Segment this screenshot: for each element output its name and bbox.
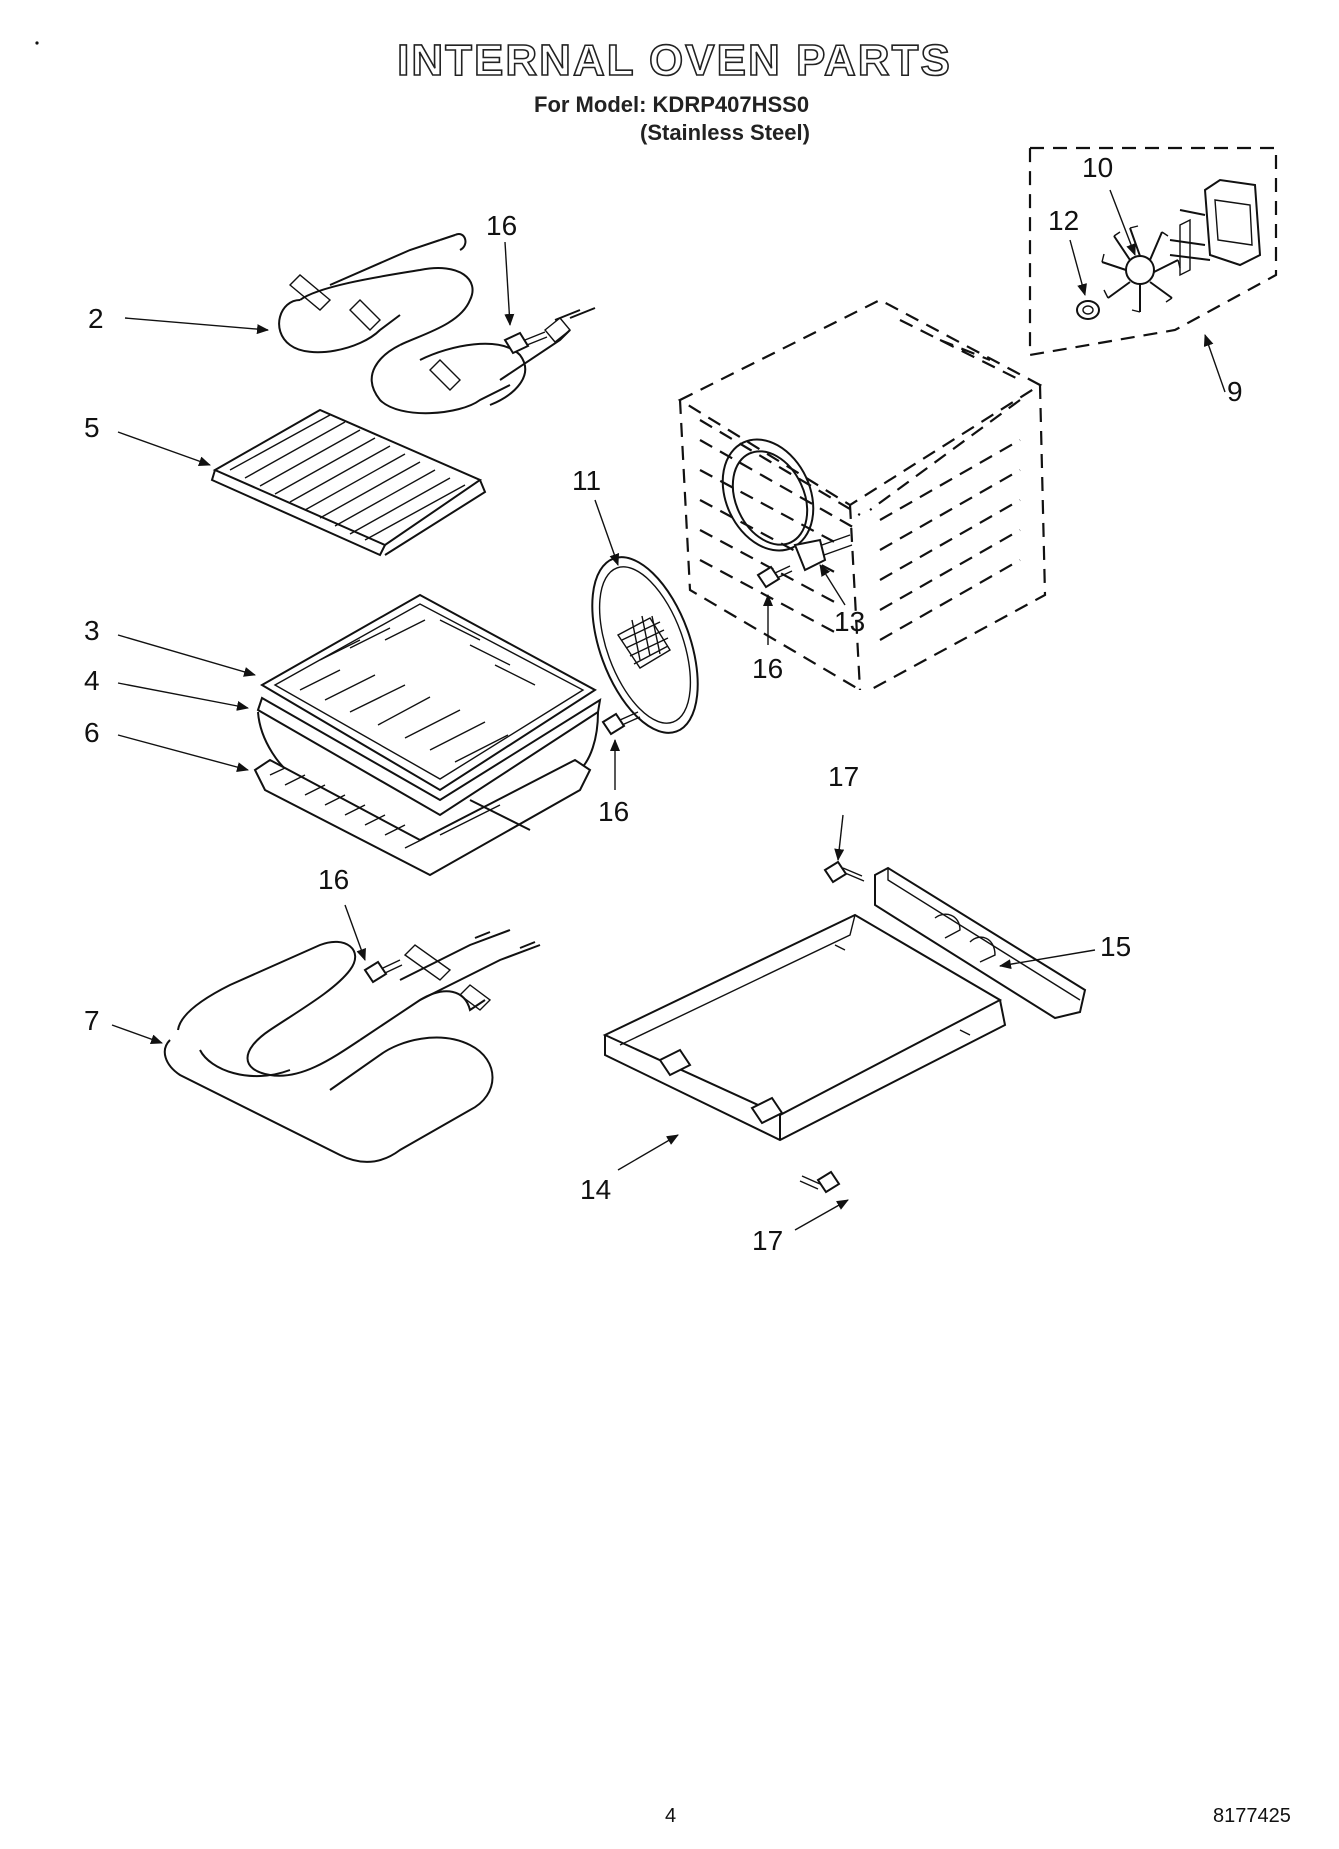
callout-5: 5 [84, 412, 100, 443]
screw-16-bake-drawing [363, 959, 403, 984]
screw-16-cavity-drawing [756, 565, 793, 589]
callout-12: 12 [1048, 205, 1080, 236]
screw-17-top-drawing [823, 860, 865, 884]
bake-element-drawing [163, 929, 541, 1163]
callout-7: 7 [84, 1005, 100, 1036]
broil-element-drawing [278, 233, 596, 415]
callout-16-cover: 16 [598, 796, 630, 827]
fan-blade-drawing [1101, 225, 1181, 313]
oven-cavity-drawing [677, 298, 1047, 691]
fan-motor-assembly-drawing [1028, 146, 1278, 357]
bottom-panel-drawing [602, 913, 1007, 1142]
fan-cover-drawing [591, 556, 699, 734]
callout-9: 9 [1227, 376, 1243, 407]
page-title: INTERNAL OVEN PARTS [396, 35, 952, 86]
callout-14: 14 [580, 1174, 612, 1205]
broiler-pan-drawing [253, 593, 602, 877]
bracket-drawing [874, 866, 1087, 1020]
callout-4: 4 [84, 665, 100, 696]
callout-10: 10 [1082, 152, 1114, 183]
leader-arrows [111, 189, 1226, 1231]
callout-11: 11 [572, 465, 602, 496]
callout-6: 6 [84, 717, 100, 748]
callout-15: 15 [1100, 931, 1132, 962]
convection-element-drawing [721, 438, 853, 572]
page-speck [35, 41, 39, 45]
callout-16-cavity: 16 [752, 653, 784, 684]
page-number: 4 [665, 1805, 677, 1827]
callout-17-top: 17 [828, 761, 860, 792]
callout-16-bake: 16 [318, 864, 350, 895]
callout-17-bottom: 17 [752, 1225, 784, 1256]
model-subtitle: For Model: KDRP407HSS0 [534, 92, 810, 117]
finish-subtitle: (Stainless Steel) [640, 120, 810, 145]
callout-3: 3 [84, 615, 100, 646]
screw-16-cover-drawing [601, 711, 641, 736]
callout-16-top: 16 [486, 210, 518, 241]
screw-16-top-drawing [503, 331, 548, 355]
callout-13: 13 [834, 606, 866, 637]
callout-2: 2 [88, 303, 104, 334]
heat-shield-drawing [210, 408, 487, 557]
document-number: 8177425 [1213, 1805, 1291, 1827]
nut-drawing [1076, 300, 1100, 320]
screw-17-bottom-drawing [799, 1170, 841, 1194]
